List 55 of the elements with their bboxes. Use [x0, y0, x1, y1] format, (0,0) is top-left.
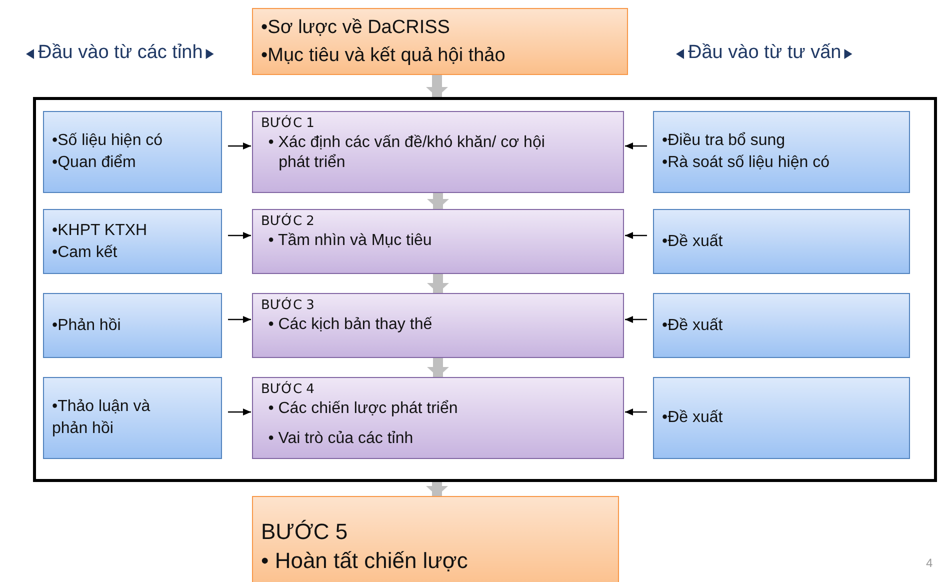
arrow	[625, 142, 647, 150]
step-description: • Các chiến lược phát triển	[267, 399, 459, 419]
step-description: • Xác định các vấn đề/khó khăn/ cơ hội phát triển	[267, 133, 546, 173]
step-description: • Hoàn tất chiến lược	[261, 547, 469, 575]
input-box	[653, 293, 910, 358]
step-heading: BƯỚC 4	[261, 382, 316, 397]
step-box	[252, 293, 624, 358]
step-heading: BƯỚC 5	[261, 519, 349, 545]
input-box	[43, 209, 222, 274]
bullet-text: •Đề xuất	[661, 232, 724, 252]
step-box	[252, 209, 624, 274]
process-frame	[33, 97, 937, 482]
block-arrow	[427, 274, 449, 293]
arrow	[625, 316, 647, 323]
intro-box	[252, 8, 628, 75]
step-description: • Vai trò của các tỉnh	[267, 429, 414, 449]
bullet-text: •Đề xuất	[661, 408, 724, 428]
bullet-text: •Quan điểm	[51, 153, 137, 173]
bullet-text: •Số liệu hiện có	[51, 131, 164, 151]
arrow	[228, 142, 251, 150]
bullet-text: •Phản hồi	[51, 316, 122, 336]
step-heading: BƯỚC 1	[261, 116, 316, 131]
section-label: Đầu vào từ các tỉnh	[38, 42, 203, 64]
final-step-box	[252, 496, 619, 582]
bullet-text: •Đề xuất	[661, 316, 724, 336]
step-box	[252, 377, 624, 459]
input-box	[43, 293, 222, 358]
step-description: • Các kịch bản thay thế	[267, 315, 434, 335]
section-label: Đầu vào từ tư vấn	[688, 42, 842, 64]
step-description: • Tầm nhìn và Mục tiêu	[267, 231, 433, 251]
bullet-text: •KHPT KTXH	[51, 220, 148, 240]
input-box	[43, 377, 222, 459]
arrow	[228, 408, 251, 416]
input-box	[653, 111, 910, 193]
block-arrow	[427, 193, 449, 209]
input-box	[43, 111, 222, 193]
page-number: 4	[926, 556, 933, 570]
bullet-text: •Sơ lược về DaCRISS	[260, 16, 451, 40]
bullet-text: •Mục tiêu và kết quả hội thảo	[260, 44, 506, 68]
block-arrow	[426, 75, 448, 97]
arrow	[228, 316, 251, 323]
input-box	[653, 209, 910, 274]
bullet-text: •Điều tra bổ sung	[661, 131, 786, 151]
block-arrow	[427, 358, 449, 377]
step-box	[252, 111, 624, 193]
arrow	[625, 408, 647, 416]
arrow	[228, 232, 251, 239]
step-heading: BƯỚC 2	[261, 214, 316, 229]
block-arrow	[426, 482, 448, 496]
bullet-text: •Rà soát số liệu hiện có	[661, 153, 830, 173]
bullet-text: •Thảo luận và phản hồi	[51, 397, 152, 439]
input-box	[653, 377, 910, 459]
arrow	[625, 232, 647, 239]
step-heading: BƯỚC 3	[261, 298, 316, 313]
bullet-text: •Cam kết	[51, 242, 118, 262]
